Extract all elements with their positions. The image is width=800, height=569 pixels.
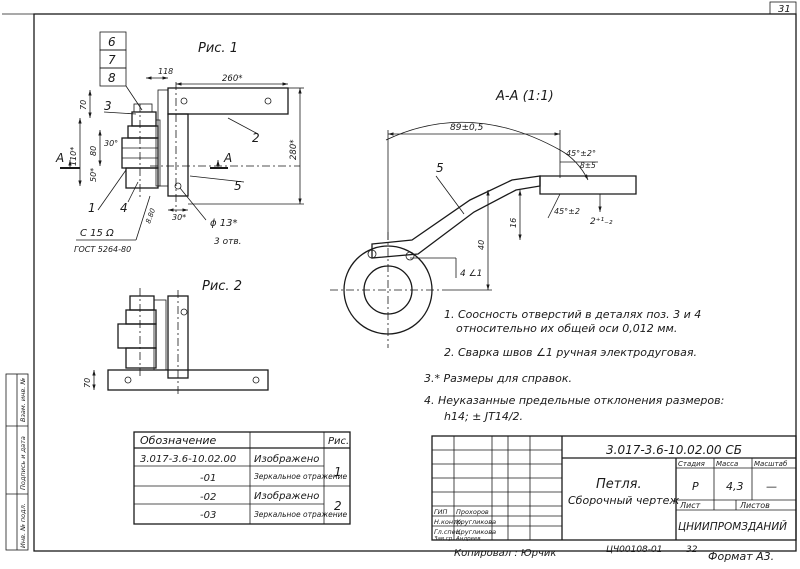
- section-dim-2: 2⁺¹₋₂: [590, 217, 613, 227]
- callout-8: 8: [108, 71, 116, 85]
- section-mark-left: A: [55, 151, 64, 165]
- col-header-mass: Масса: [716, 460, 738, 468]
- notes: 1. Соосность отверстий в деталях поз. 3 …: [424, 308, 724, 423]
- note-1-line-2: относительно их общей оси 0,012 мм.: [456, 322, 677, 335]
- fig2-dim-70: 70: [83, 378, 92, 388]
- dim-260: 260*: [222, 74, 242, 84]
- section-dim-45-bottom: 45°±2: [554, 207, 580, 216]
- section-mark-right: A: [223, 151, 232, 165]
- note-1-line-1: 1. Соосность отверстий в деталях поз. 3 …: [444, 308, 701, 321]
- section-dim-40: 40: [477, 240, 486, 250]
- callout-1: 1: [88, 201, 96, 215]
- callout-3: 3: [104, 99, 112, 113]
- designation-table: Обозначение Рис. 3.017-3.6-10.02.00 Изоб…: [133, 431, 351, 525]
- role-2: Н.контр.: [434, 518, 463, 526]
- note-4-line-1: 4. Неуказанные предельные отклонения раз…: [424, 394, 724, 407]
- section-callout-5: 5: [436, 161, 444, 175]
- mass-value: 4,3: [726, 480, 744, 493]
- dim-280: 280*: [289, 140, 299, 160]
- table-row-4-fig: 2: [334, 499, 342, 513]
- sheets-label: Листов: [739, 501, 770, 510]
- sheet-label: Лист: [679, 501, 701, 510]
- callout-7: 7: [108, 53, 116, 67]
- table-header-designation: Обозначение: [140, 434, 217, 447]
- side-stamp-label-2: Подпись и дата: [19, 436, 27, 490]
- section-dim-45-top: 45°±2°: [566, 149, 596, 158]
- archive-page: 32: [686, 545, 698, 555]
- sheet-number: 31: [778, 4, 791, 15]
- dim-110: 110*: [69, 147, 78, 166]
- dim-8: 8.80: [144, 207, 157, 225]
- role-3: Гл.спец.: [434, 528, 462, 536]
- role-4: Зав.гр.: [434, 536, 454, 542]
- note-2: 2. Сварка швов ∠1 ручная электродуговая.: [444, 346, 697, 359]
- section-weld: 4 ∠1: [460, 269, 482, 279]
- fig2-title: Рис. 2: [202, 279, 242, 294]
- table-row-3-name: Изображено: [254, 490, 319, 502]
- table-row-2-name: Зеркальное отражение: [254, 472, 347, 481]
- callout-4: 4: [120, 201, 128, 215]
- dim-70: 70: [79, 100, 88, 110]
- archive-number: ЦЧ00108-01: [606, 545, 663, 555]
- dim-118: 118: [158, 67, 173, 76]
- table-row-1-name: Изображено: [254, 453, 319, 465]
- drawing-code: 3.017-3.6-10.02.00 СБ: [606, 443, 742, 457]
- organization: ЦНИИПРОМЗДАНИЙ: [678, 520, 787, 533]
- dim-30-deg: 30°: [104, 139, 118, 148]
- dim-30: 30*: [172, 213, 186, 222]
- side-stamp-label-3: Взам. инв. №: [19, 378, 27, 422]
- section-dim-8: 8±5: [580, 161, 596, 170]
- callout-2: 2: [252, 131, 260, 145]
- side-stamp: Инв. № подл. Подпись и дата Взам. инв. №: [5, 373, 29, 551]
- paper-format: Формат А3.: [708, 550, 774, 563]
- table-row-4-name: Зеркальное отражение: [254, 510, 347, 519]
- section-a-a: А-А (1:1) 89±0,5 5 45°±2° 8±5 45°±2 2⁺¹₋…: [330, 89, 637, 348]
- table-row-2-designation: -01: [200, 473, 216, 484]
- section-title: А-А (1:1): [495, 89, 554, 104]
- table-row-2-fig: 1: [334, 465, 342, 479]
- col-header-stage: Стадия: [678, 460, 705, 468]
- col-header-scale: Масштаб: [754, 460, 788, 468]
- role-1: ГИП: [434, 508, 447, 516]
- name-3: Кругликова: [456, 528, 496, 536]
- scale-value: —: [766, 480, 777, 493]
- copied-by: Копировал : Юрчик: [454, 548, 556, 559]
- figure-2: Рис. 2 70: [83, 279, 269, 396]
- dim-holes-count: 3 отв.: [214, 237, 242, 247]
- callout-5: 5: [234, 179, 242, 193]
- table-row-3-designation: -02: [200, 492, 216, 503]
- note-3: 3.* Размеры для справок.: [424, 372, 572, 385]
- gost-reference: ГОСТ 5264-80: [74, 245, 131, 254]
- weld-symbol: С 15 Ω: [80, 228, 114, 239]
- name-2: Кругликова: [456, 518, 496, 526]
- dim-80: 80: [89, 146, 98, 156]
- section-dim-16: 16: [509, 218, 518, 228]
- footer: Копировал : Юрчик ЦЧ00108-01 32 Формат А…: [454, 545, 774, 563]
- dim-50: 50*: [89, 168, 98, 182]
- table-row-1-designation: 3.017-3.6-10.02.00: [140, 454, 236, 465]
- stage-value: Р: [692, 480, 699, 493]
- figure-1: Рис. 1 6 7 8: [55, 31, 304, 254]
- drawing-title: Петля.: [596, 477, 642, 492]
- dim-hole-13: ϕ 13*: [210, 218, 238, 229]
- section-dim-89: 89±0,5: [450, 123, 484, 133]
- side-stamp-label-1: Инв. № подл.: [19, 503, 27, 548]
- fig1-title: Рис. 1: [198, 41, 238, 56]
- table-header-fig: Рис.: [328, 436, 349, 447]
- callout-6: 6: [108, 35, 116, 49]
- table-row-4-designation: -03: [200, 510, 216, 521]
- note-4-line-2: h14; ± JT14/2.: [444, 410, 523, 423]
- sheet-frame: [2, 1, 797, 552]
- drawing-subtitle: Сборочный чертеж: [568, 494, 679, 507]
- title-block: 3.017-3.6-10.02.00 СБ Стадия Масса Масшт…: [431, 435, 797, 542]
- name-1: Прохоров: [456, 508, 489, 516]
- name-4: Андреев: [455, 536, 481, 542]
